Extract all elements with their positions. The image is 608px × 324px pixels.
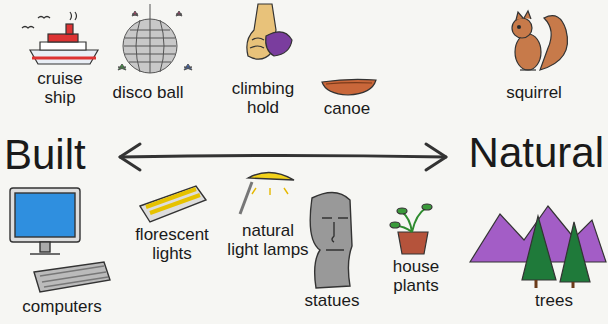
statue	[310, 192, 352, 288]
computer	[10, 188, 110, 292]
item-label: trees	[516, 292, 592, 311]
double-arrow	[120, 144, 446, 170]
trees	[470, 206, 606, 288]
cruise-ship	[22, 12, 98, 64]
item-label: florescent lights	[122, 226, 222, 263]
squirrel	[512, 11, 568, 70]
item-label: climbing hold	[220, 80, 306, 117]
item-label: disco ball	[100, 84, 196, 103]
disco-ball	[118, 4, 192, 73]
item-label: squirrel	[492, 84, 576, 103]
axis-end-label: Natural	[450, 130, 604, 176]
item-label: canoe	[312, 100, 382, 119]
item-label: cruise ship	[22, 70, 98, 107]
canoe	[322, 79, 376, 95]
item-label: house plants	[376, 258, 456, 295]
fluorescent-light	[140, 186, 206, 222]
climbing-hold	[247, 4, 292, 59]
house-plant	[390, 204, 432, 254]
item-label: computers	[10, 298, 114, 317]
item-label: natural light lamps	[226, 222, 310, 259]
light-lamp	[240, 172, 294, 214]
item-label: statues	[292, 292, 372, 311]
axis-end-label: Built	[4, 132, 116, 178]
